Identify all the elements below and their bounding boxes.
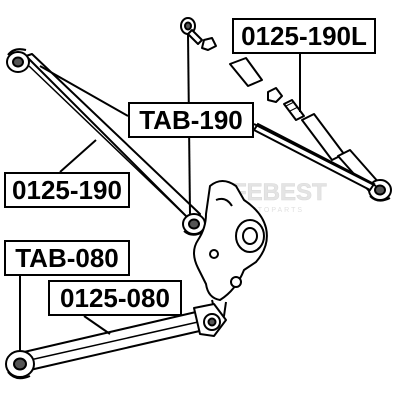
arm-0125-080	[5, 303, 227, 380]
arm-0125-190	[6, 48, 206, 236]
callout-tab-080: TAB-080	[4, 240, 130, 276]
callout-0125-190L: 0125-190L	[232, 18, 376, 54]
leader-lines	[19, 33, 377, 352]
knuckle-hub	[193, 180, 268, 317]
watermark-sub: AUTOPARTS	[244, 207, 304, 214]
febest-watermark: FEBEST AUTOPARTS	[232, 179, 328, 214]
callout-0125-190: 0125-190	[4, 172, 130, 208]
callout-0125-080: 0125-080	[48, 280, 182, 316]
callout-tab-190: TAB-190	[128, 102, 254, 138]
